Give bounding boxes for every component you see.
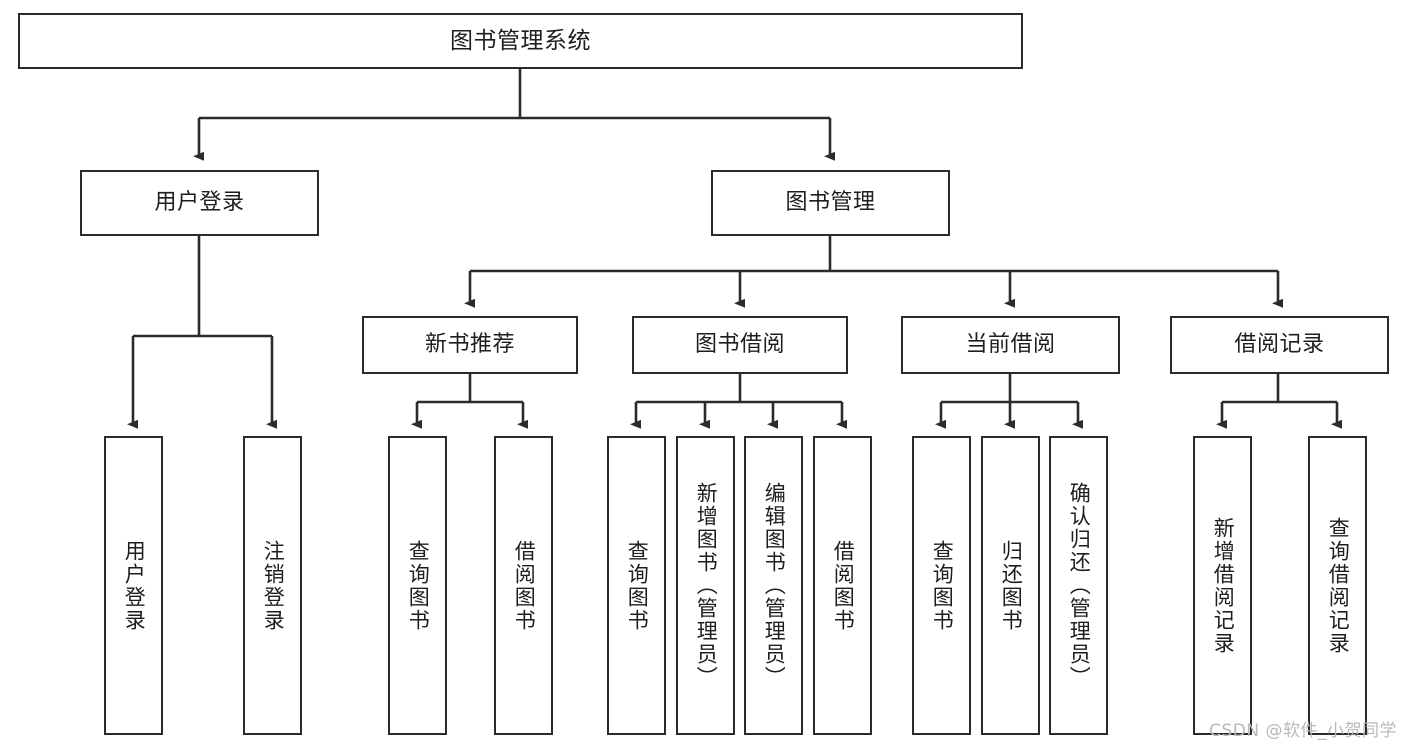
leaf-query-book-1-label: 查询图书 xyxy=(406,539,431,632)
node-book-manage-label: 图书管理 xyxy=(785,190,876,216)
node-book-manage[interactable]: 图书管理 xyxy=(711,170,950,236)
leaf-logout-login-label: 注销登录 xyxy=(261,539,286,632)
leaf-edit-book[interactable]: 编辑图书（管理员） xyxy=(744,436,803,735)
leaf-query-book-3[interactable]: 查询图书 xyxy=(912,436,971,735)
node-user-login-label: 用户登录 xyxy=(154,190,245,216)
leaf-query-book-3-label: 查询图书 xyxy=(930,539,955,632)
leaf-user-login-label: 用户登录 xyxy=(122,539,147,632)
leaf-query-record-label: 查询借阅记录 xyxy=(1326,516,1351,655)
node-book-borrow[interactable]: 图书借阅 xyxy=(632,316,848,374)
leaf-add-record-label: 新增借阅记录 xyxy=(1211,516,1236,655)
leaf-user-login[interactable]: 用户登录 xyxy=(104,436,163,735)
leaf-add-book[interactable]: 新增图书（管理员） xyxy=(676,436,735,735)
node-borrow-record[interactable]: 借阅记录 xyxy=(1170,316,1389,374)
leaf-borrow-book-1[interactable]: 借阅图书 xyxy=(494,436,553,735)
leaf-edit-book-label: 编辑图书（管理员） xyxy=(762,482,787,689)
leaf-confirm-return[interactable]: 确认归还（管理员） xyxy=(1049,436,1108,735)
node-new-book-recommend-label: 新书推荐 xyxy=(424,332,515,358)
csdn-watermark: CSDN @软件_小贺同学 xyxy=(1209,721,1397,741)
node-current-borrow-label: 当前借阅 xyxy=(965,332,1056,358)
leaf-return-book-label: 归还图书 xyxy=(999,539,1024,632)
leaf-borrow-book-1-label: 借阅图书 xyxy=(512,539,537,632)
node-new-book-recommend[interactable]: 新书推荐 xyxy=(362,316,578,374)
node-current-borrow[interactable]: 当前借阅 xyxy=(901,316,1120,374)
node-root-label: 图书管理系统 xyxy=(450,27,591,54)
node-book-borrow-label: 图书借阅 xyxy=(694,332,785,358)
leaf-logout-login[interactable]: 注销登录 xyxy=(243,436,302,735)
node-user-login[interactable]: 用户登录 xyxy=(80,170,319,236)
leaf-borrow-book-2-label: 借阅图书 xyxy=(831,539,856,632)
leaf-confirm-return-label: 确认归还（管理员） xyxy=(1067,482,1092,689)
leaf-borrow-book-2[interactable]: 借阅图书 xyxy=(813,436,872,735)
leaf-add-record[interactable]: 新增借阅记录 xyxy=(1193,436,1252,735)
leaf-add-book-label: 新增图书（管理员） xyxy=(694,482,719,689)
leaf-query-book-2[interactable]: 查询图书 xyxy=(607,436,666,735)
leaf-query-book-1[interactable]: 查询图书 xyxy=(388,436,447,735)
leaf-return-book[interactable]: 归还图书 xyxy=(981,436,1040,735)
node-root[interactable]: 图书管理系统 xyxy=(18,13,1023,69)
leaf-query-record[interactable]: 查询借阅记录 xyxy=(1308,436,1367,735)
node-borrow-record-label: 借阅记录 xyxy=(1234,332,1325,358)
leaf-query-book-2-label: 查询图书 xyxy=(625,539,650,632)
